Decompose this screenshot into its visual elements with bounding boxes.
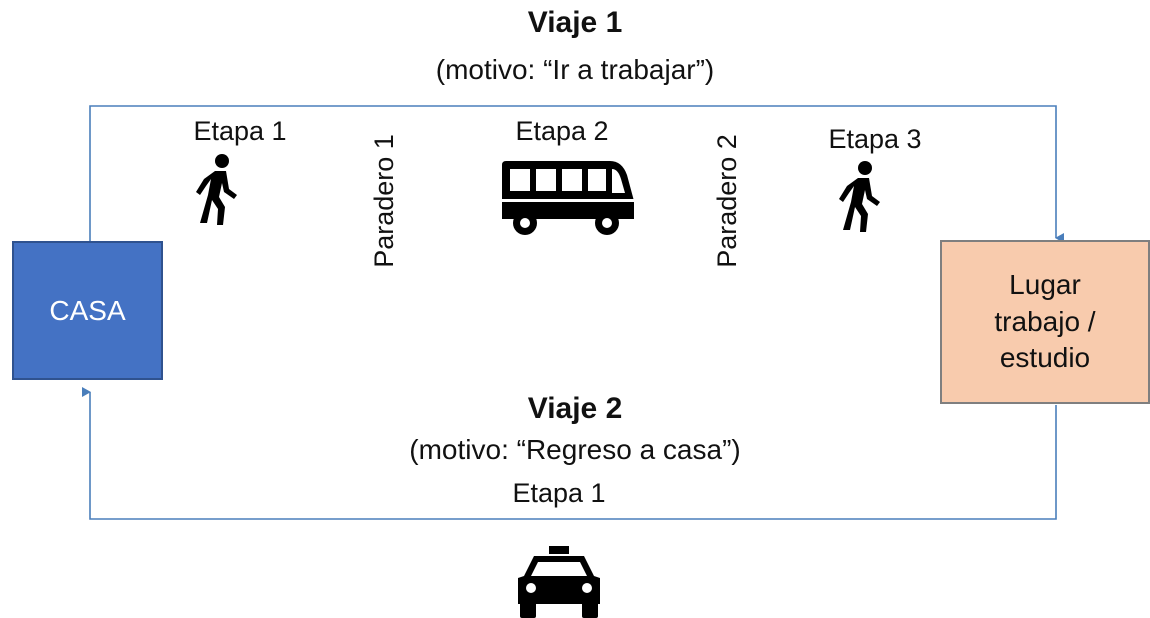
home-node: CASA [12, 241, 163, 380]
trip2-path [82, 387, 1057, 520]
destination-label-line3: estudio [999, 342, 1091, 374]
trip2-purpose: (motivo: “Regreso a casa”) [409, 434, 741, 465]
trip2-stage1-label: Etapa 1 [512, 478, 606, 508]
destination-label-line1: Lugar [1009, 269, 1081, 301]
bus-icon [502, 161, 634, 235]
walking-person-icon [839, 161, 880, 232]
destination-label-line2: trabajo / [994, 305, 1096, 337]
trip1-title: Viaje 1 [527, 6, 623, 39]
trip1-stage2-label: Etapa 2 [515, 116, 609, 146]
trip1-stage1-label: Etapa 1 [193, 116, 287, 146]
trip1-path [89, 105, 1064, 243]
taxi-icon [518, 546, 600, 618]
walking-person-icon [196, 154, 237, 225]
stop2-label: Paradero 2 [712, 134, 742, 268]
trip1-purpose: (motivo: “Ir a trabajar”) [435, 54, 715, 85]
stop1-label: Paradero 1 [369, 134, 399, 268]
trip1-stage3-label: Etapa 3 [828, 124, 922, 154]
trip2-title: Viaje 2 [527, 392, 623, 425]
home-label: CASA [49, 294, 126, 326]
destination-node: Lugar trabajo / estudio [940, 240, 1150, 404]
